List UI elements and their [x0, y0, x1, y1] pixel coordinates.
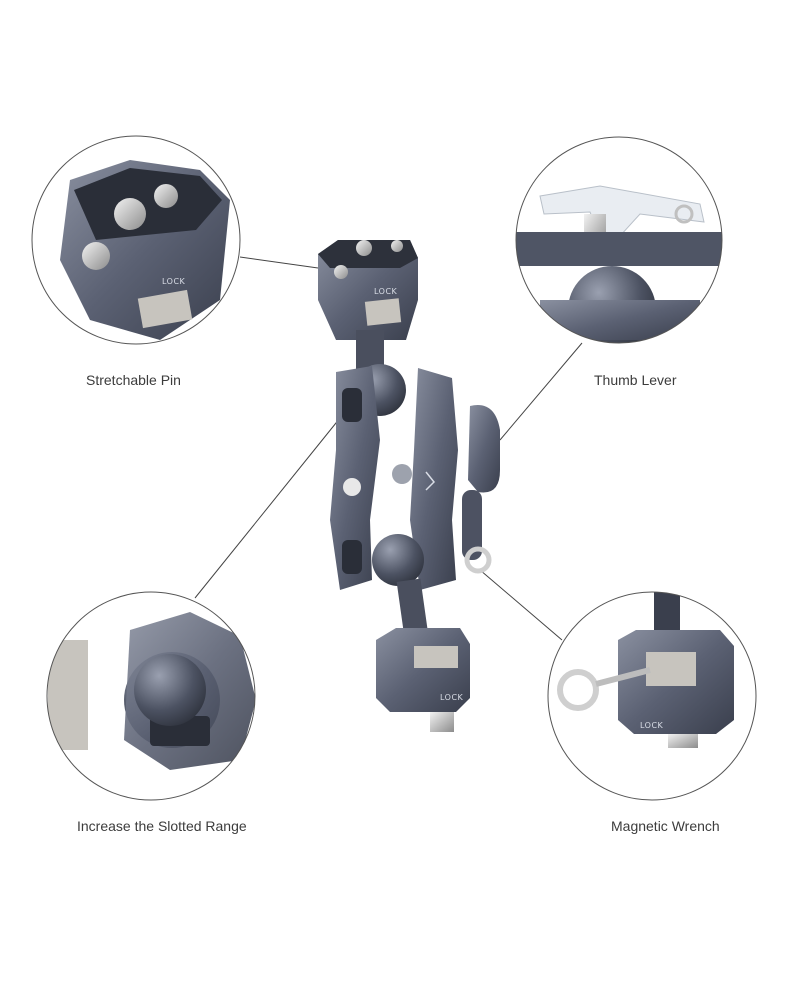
- caption-thumb-lever: Thumb Lever: [594, 372, 677, 388]
- lock-engraving-callout-br: LOCK: [640, 721, 664, 730]
- caption-increase-slotted-range: Increase the Slotted Range: [77, 818, 247, 834]
- lock-engraving-bottom: LOCK: [440, 693, 464, 702]
- callout-slotted-range: [46, 591, 256, 801]
- lock-engraving-top: LOCK: [374, 287, 398, 296]
- leader-line-bottom-right: [479, 569, 563, 641]
- leader-line-top-right: [499, 342, 583, 441]
- callout-circle-border: [46, 591, 256, 801]
- caption-stretchable-pin: Stretchable Pin: [86, 372, 181, 388]
- callout-circle-border: [547, 591, 757, 801]
- callout-thumb-lever: [515, 136, 723, 344]
- leader-lines: [194, 256, 583, 641]
- leader-line-bottom-left: [194, 417, 341, 599]
- caption-magnetic-wrench: Magnetic Wrench: [611, 818, 720, 834]
- callout-magnetic-wrench: LOCK: [547, 591, 757, 801]
- callout-circle-border: [31, 135, 241, 345]
- top-mount-block: LOCK: [318, 240, 418, 340]
- bottom-mount-block: LOCK: [376, 628, 470, 732]
- callout-circle-border: [515, 136, 723, 344]
- lock-engraving-callout-tl: LOCK: [162, 277, 186, 286]
- magic-arm-product: LOCK LOCK: [318, 240, 500, 732]
- callout-stretchable-pin: LOCK: [31, 135, 241, 345]
- leader-line-top-left: [239, 256, 319, 269]
